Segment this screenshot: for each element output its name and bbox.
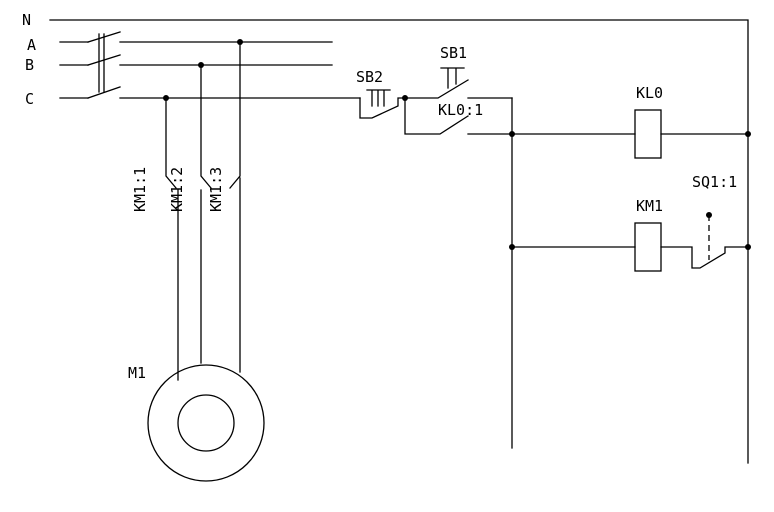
- km1-contact-2-label: KM1:2: [168, 167, 186, 212]
- junction-b: [198, 62, 204, 68]
- junction-sb: [402, 95, 408, 101]
- kl0-coil: [634, 109, 662, 159]
- junction-a: [237, 39, 243, 45]
- sb1-start-button: [404, 67, 513, 99]
- km1-coil-label: KM1: [636, 197, 663, 215]
- km1-rung: [511, 246, 749, 269]
- sq1-limit-switch: [706, 212, 712, 260]
- junction-c: [163, 95, 169, 101]
- sq1-label: SQ1:1: [692, 173, 737, 191]
- line-label-a: A: [27, 36, 36, 54]
- sb2-label: SB2: [356, 68, 383, 86]
- line-label-b: B: [25, 56, 34, 74]
- km1-main-contacts: [165, 41, 241, 381]
- junction-n-bottom: [745, 244, 751, 250]
- km1-coil: [634, 222, 662, 272]
- neutral-line: [49, 19, 749, 464]
- motor-m1: [147, 364, 265, 482]
- motor-label: M1: [128, 364, 146, 382]
- sb1-label: SB1: [440, 44, 467, 62]
- main-switch: [59, 31, 121, 99]
- km1-contact-1-label: KM1:1: [131, 167, 149, 212]
- junction-n-top: [745, 131, 751, 137]
- line-label-c: C: [25, 90, 34, 108]
- sb2-stop-button: [359, 89, 406, 119]
- kl0-hold-contact: [404, 97, 513, 135]
- line-label-n: N: [22, 11, 31, 29]
- kl0-contact-label: KL0:1: [438, 101, 483, 119]
- km1-contact-3-label: KM1:3: [207, 167, 225, 212]
- kl0-coil-label: KL0: [636, 84, 663, 102]
